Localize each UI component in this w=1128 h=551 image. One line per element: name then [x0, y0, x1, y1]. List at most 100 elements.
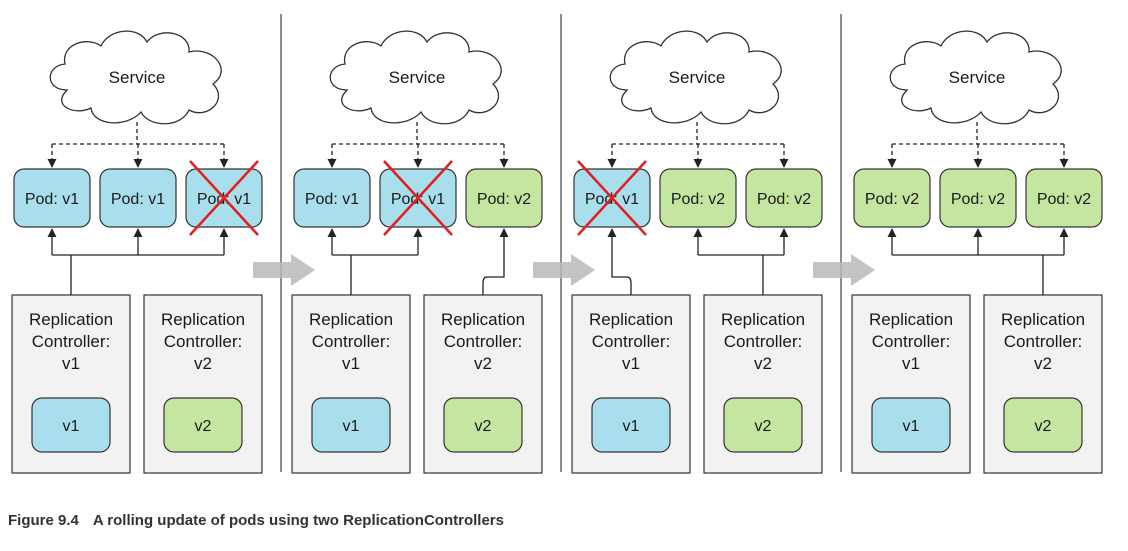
pod: Pod: v1	[573, 160, 651, 236]
cross-out-icon	[189, 160, 259, 236]
replication-controller: ReplicationController: v2 v2	[143, 294, 263, 474]
pod: Pod: v2	[939, 168, 1017, 228]
controller-label: Replication	[309, 310, 393, 329]
controller-label: Controller:	[32, 332, 110, 351]
pod-template-box	[163, 397, 243, 453]
cloud-icon	[609, 30, 782, 125]
pod-template-label: v1	[343, 418, 360, 435]
replication-controller: ReplicationController: v2 v2	[423, 294, 543, 474]
controller-label: v2	[754, 354, 772, 373]
pod: Pod: v2	[853, 168, 931, 228]
controller-label: Controller:	[1004, 332, 1082, 351]
service-label: Service	[669, 68, 726, 87]
service-label: Service	[949, 68, 1006, 87]
service-label: Service	[389, 68, 446, 87]
pod: Pod: v1	[293, 168, 371, 228]
transition-arrow-icon	[533, 254, 595, 286]
pod: Pod: v1	[13, 168, 91, 228]
pod-template-label: v2	[195, 418, 212, 435]
pod-label: Pod: v2	[951, 191, 1005, 208]
controller-label: Controller:	[444, 332, 522, 351]
controller-label: Controller:	[592, 332, 670, 351]
pod: Pod: v2	[745, 168, 823, 228]
controller-label: Replication	[1001, 310, 1085, 329]
pod: Pod: v2	[465, 168, 543, 228]
replication-controller: ReplicationController: v1 v1	[571, 294, 691, 474]
pod-template-box	[1003, 397, 1083, 453]
pod-template-box	[31, 397, 111, 453]
cloud-icon	[889, 30, 1062, 125]
pod-template-box	[591, 397, 671, 453]
pod-label: Pod: v1	[25, 191, 79, 208]
pod-label: Pod: v1	[111, 191, 165, 208]
pod-label: Pod: v2	[865, 191, 919, 208]
replication-controller: ReplicationController: v2 v2	[983, 294, 1103, 474]
controller-connector	[482, 255, 505, 295]
pod-template-label: v2	[475, 418, 492, 435]
pod-template-label: v2	[755, 418, 772, 435]
pod-label: Pod: v1	[305, 191, 359, 208]
service-label: Service	[109, 68, 166, 87]
pod-box	[465, 168, 543, 228]
cross-out-icon	[577, 160, 647, 236]
controller-label: v2	[194, 354, 212, 373]
pod-template-label: v2	[1035, 418, 1052, 435]
pod-template-box	[871, 397, 951, 453]
controller-label: Replication	[441, 310, 525, 329]
transition-arrow-icon	[813, 254, 875, 286]
pod-box	[13, 168, 91, 228]
pod: Pod: v2	[1025, 168, 1103, 228]
cross-out-icon	[383, 160, 453, 236]
pod-template-box	[443, 397, 523, 453]
controller-label: Controller:	[724, 332, 802, 351]
controller-label: Replication	[29, 310, 113, 329]
pod-box	[659, 168, 737, 228]
controller-label: Controller:	[164, 332, 242, 351]
pod: Pod: v1	[185, 160, 263, 236]
pod-label: Pod: v2	[757, 191, 811, 208]
pod-label: Pod: v2	[671, 191, 725, 208]
figure-caption-text: A rolling update of pods using two Repli…	[92, 512, 504, 529]
transition-arrow-icon	[253, 254, 315, 286]
pod-box	[745, 168, 823, 228]
pod-label: Pod: v2	[1037, 191, 1091, 208]
pod-box	[939, 168, 1017, 228]
controller-label: Controller:	[312, 332, 390, 351]
cloud-icon	[329, 30, 502, 125]
replication-controller: ReplicationController: v1 v1	[291, 294, 411, 474]
controller-label: Replication	[721, 310, 805, 329]
controller-label: Replication	[161, 310, 245, 329]
pod-template-label: v1	[623, 418, 640, 435]
replication-controller: ReplicationController: v2 v2	[703, 294, 823, 474]
pod-template-label: v1	[63, 418, 80, 435]
pod-label: Pod: v2	[477, 191, 531, 208]
pod-box	[99, 168, 177, 228]
figure-caption: Figure 9.4 A rolling update of pods using…	[8, 512, 504, 529]
pod-template-box	[311, 397, 391, 453]
controller-label: Replication	[589, 310, 673, 329]
controller-label: v2	[474, 354, 492, 373]
replication-controller: ReplicationController: v1 v1	[11, 294, 131, 474]
pod-template-box	[723, 397, 803, 453]
controller-connector	[611, 255, 632, 295]
pod: Pod: v2	[659, 168, 737, 228]
controller-label: v1	[62, 354, 80, 373]
pod-box	[293, 168, 371, 228]
controller-label: v1	[622, 354, 640, 373]
cloud-icon	[49, 30, 222, 125]
controller-label: v1	[342, 354, 360, 373]
controller-label: Controller:	[872, 332, 950, 351]
controller-label: v2	[1034, 354, 1052, 373]
pod-box	[853, 168, 931, 228]
controller-label: v1	[902, 354, 920, 373]
pod-template-label: v1	[903, 418, 920, 435]
pod-box	[1025, 168, 1103, 228]
pod: Pod: v1	[379, 160, 457, 236]
figure-number: Figure 9.4	[8, 512, 79, 529]
